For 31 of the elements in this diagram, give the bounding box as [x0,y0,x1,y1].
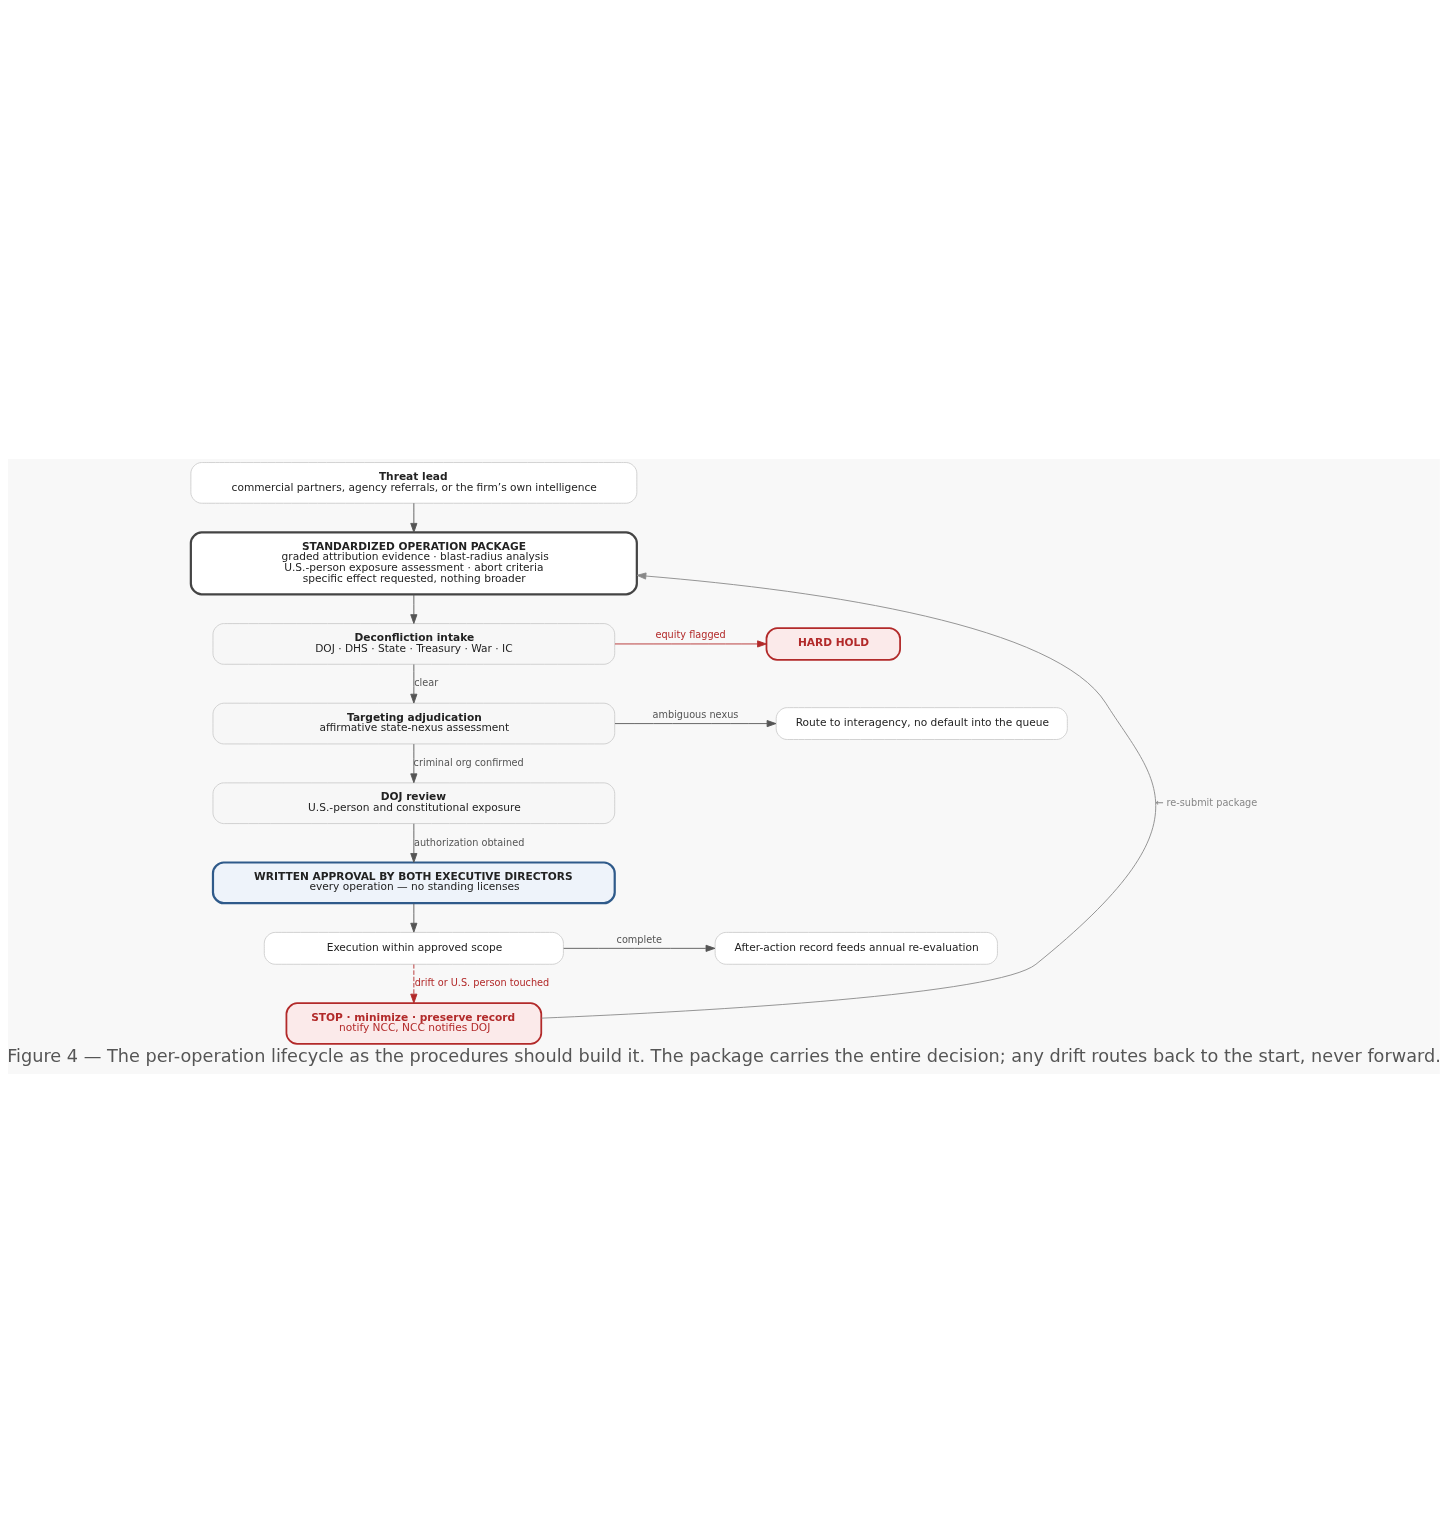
node-box: Execution within approved scope [263,931,564,965]
arrow [410,963,418,1003]
node-box: DOJ review U.S.-person and constitutional exposure [212,781,616,824]
node-box: WRITTEN APPROVAL BY BOTH EXECUTIVE DIRECTORS every operation — no standing licenses [211,860,616,904]
node-box: Targeting adjudication affirmative state-nexus assessment [212,702,616,744]
arrow [410,822,418,863]
arrow [410,663,418,703]
arrow [614,639,767,647]
node-box: STANDARDIZED OPERATION PACKAGE graded attribution evidence · blast-radius analysis U.S.-person exposure assessment · abort criteria specific effect requested, nothing broader [189,530,638,595]
edge-label: clear [414,676,439,688]
edge-label: equity flagged [655,628,726,640]
arrow [563,944,716,952]
arrow [410,502,418,533]
arrow [410,743,418,783]
arrow [410,593,418,624]
arrow [541,572,1157,1019]
arrow [614,719,777,727]
arrow [410,902,418,933]
node-box: Deconfliction intake DOJ · DHS · State · Treasury · War · IC [212,622,616,665]
edge-label: ← re-submit package [1155,796,1258,808]
edge-label: complete [616,933,662,945]
edge-label: authorization obtained [413,836,525,848]
node-box: HARD HOLD [765,626,901,661]
caption: Figure 4 — The per-operation lifecycle as the procedures should build it. The package carries the entire decision; any drift routes back to the start, never forward. [7,1045,1441,1066]
node-box: STOP · minimize · preserve record notify NCC, NCC notifies DOJ [285,1001,543,1045]
edge-label: ambiguous nexus [652,708,739,720]
node-box: Route to interagency, no default into the queue [775,706,1068,740]
node-box: After-action record feeds annual re-evaluation [714,931,998,965]
edge-label: drift or U.S. person touched [414,976,550,988]
node-box: Threat lead commercial partners, agency referrals, or the firm’s own intelligence [190,461,638,504]
edge-label: criminal org confirmed [413,756,524,768]
